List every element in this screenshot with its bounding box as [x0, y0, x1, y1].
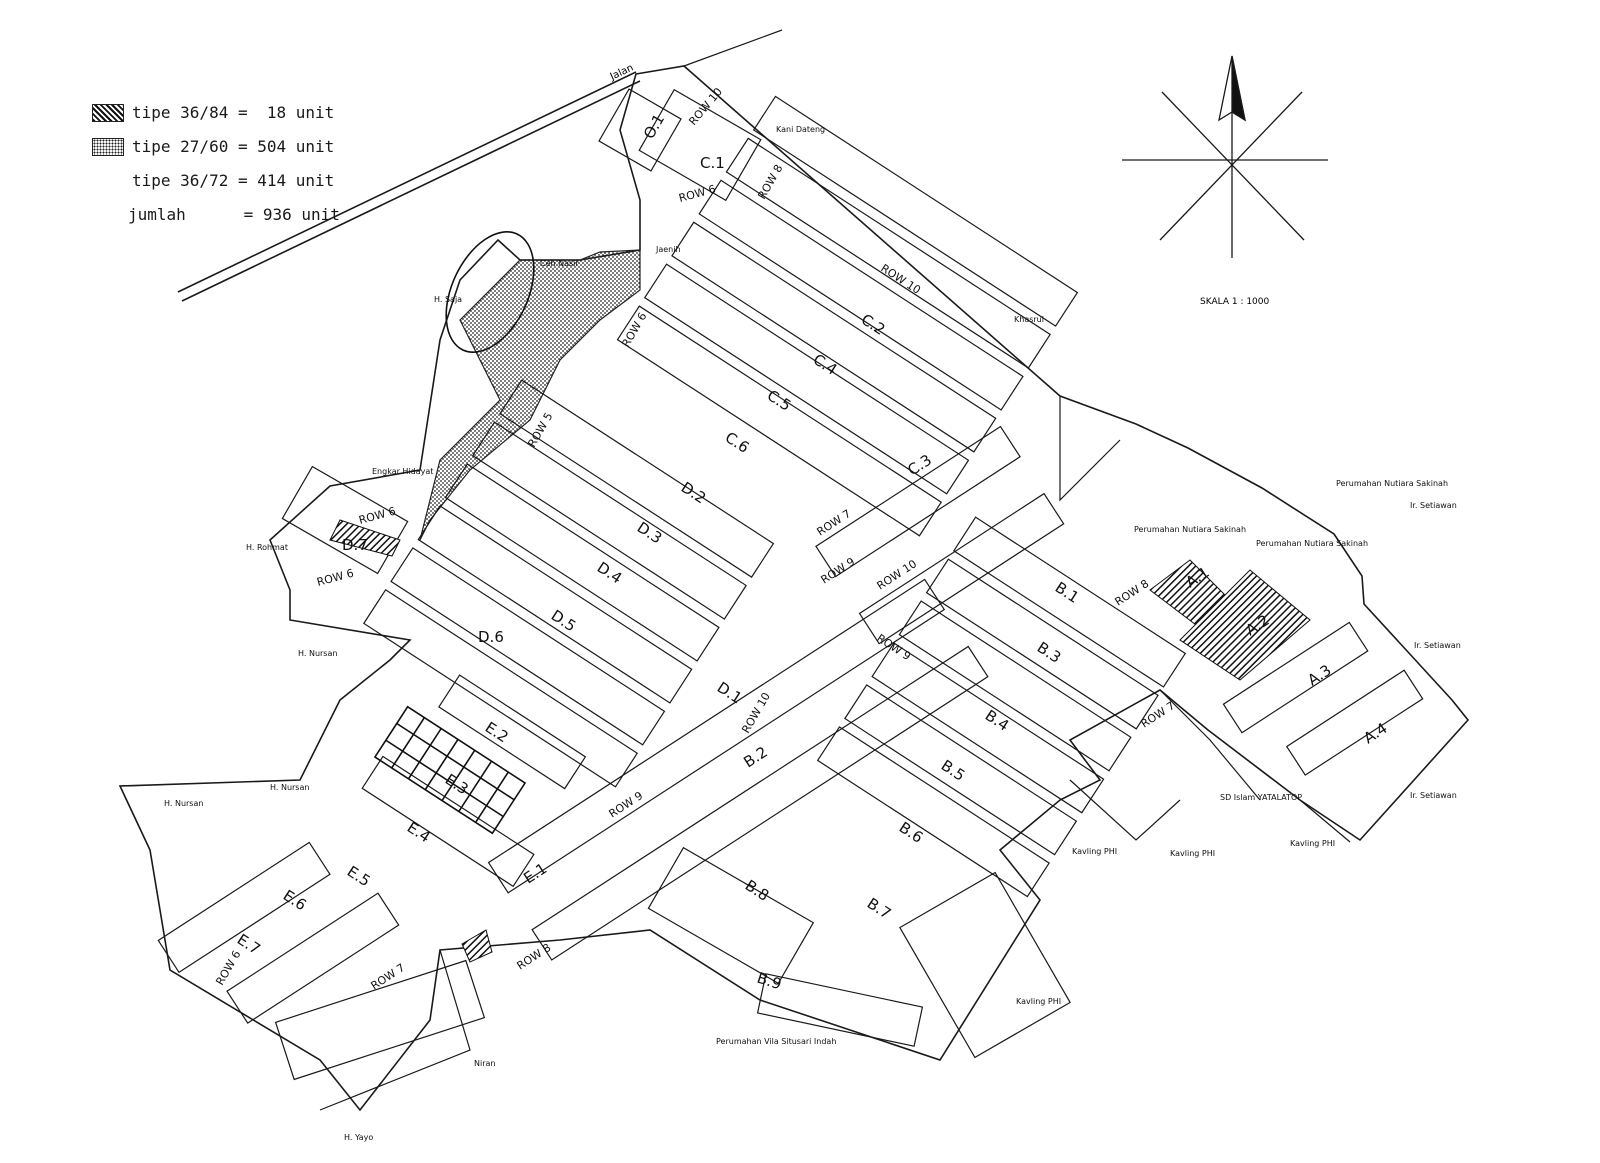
neighbor-label: Kavling PHI: [1016, 997, 1061, 1006]
green-open-space: [419, 231, 641, 541]
block-label: B.9: [755, 969, 784, 994]
block-label: D.5: [548, 606, 580, 635]
block-label: B.3: [1034, 638, 1064, 666]
block-label: C.1: [700, 154, 725, 172]
neighbor-label: Ir. Setiawan: [1410, 501, 1457, 510]
road-label: Jalan: [608, 62, 636, 83]
legend-total: jumlah = 936 unit: [128, 205, 340, 224]
main-road: [177, 71, 641, 302]
neighbor-label: SD Islam YATALATOP: [1220, 793, 1302, 802]
row-label: ROW 8: [1113, 577, 1152, 608]
hatch-swatch-icon: [92, 104, 124, 122]
block-label: B.2: [740, 743, 770, 771]
block-label: B.7: [864, 894, 894, 922]
block-label: B.1: [1052, 578, 1082, 606]
block-label: A.3: [1304, 661, 1334, 689]
neighbor-label: Niran: [474, 1059, 495, 1068]
neighbor-label: Kavling PHI: [1170, 849, 1215, 858]
neighbor-label: Kavling PHI: [1290, 839, 1335, 848]
neighbor-labels: Kani Dateng Ceh Nasir Jaenih H. Saja Kha…: [164, 125, 1461, 1142]
block-label: D.2: [678, 478, 710, 507]
block-label: C.6: [722, 428, 753, 457]
row-label: ROW 10: [686, 85, 725, 128]
block-label: D.6: [478, 628, 504, 646]
block-label: D.3: [634, 518, 666, 547]
block-label: B.6: [896, 818, 926, 846]
neighbor-label: Perumahan Nutiara Sakinah: [1134, 525, 1246, 534]
block-label: C.3: [904, 451, 935, 480]
block-e3-grid: [373, 705, 527, 835]
legend-text: tipe 36/84 = 18 unit: [132, 103, 335, 122]
block-label: E.5: [344, 862, 374, 890]
row-label: ROW 6: [315, 567, 355, 589]
scale-label: SKALA 1 : 1000: [1200, 297, 1270, 307]
block-label: B.8: [742, 876, 772, 904]
neighbor-label: Kavling PHI: [1072, 847, 1117, 856]
block-label: E.2: [482, 718, 512, 746]
neighbor-label: Kani Dateng: [776, 125, 825, 134]
neighbor-label: H. Rohmat: [246, 543, 288, 552]
neighbor-label: Engkar Hidayat: [372, 467, 433, 476]
block-label: E.1: [520, 859, 550, 887]
neighbor-label: H. Saja: [434, 295, 462, 304]
row-label: ROW 7: [815, 507, 854, 538]
neighbor-label: Ir. Setiawan: [1414, 641, 1461, 650]
block-label: D.1: [714, 678, 746, 707]
legend-text: tipe 36/72 = 414 unit: [132, 171, 335, 190]
row-label: ROW 7: [369, 961, 408, 992]
hatched-lots: [329, 519, 1311, 963]
block-label: D.7: [342, 536, 368, 554]
legend: tipe 36/84 = 18 unit tipe 27/60 = 504 un…: [88, 100, 340, 236]
block-label: D.4: [594, 558, 626, 587]
neighbor-label: Khasrul: [1014, 315, 1044, 324]
neighbor-lines: [319, 29, 1351, 1111]
neighbor-label: Jaenih: [655, 245, 681, 254]
neighbor-label: Ceh Nasir: [540, 259, 579, 268]
legend-row: jumlah = 936 unit: [84, 202, 340, 236]
row-label: ROW 9: [874, 632, 913, 663]
block-label: B.5: [938, 756, 968, 784]
row-label: ROW 8: [755, 162, 785, 201]
block-label: O.1: [640, 111, 668, 142]
row-label: ROW 8: [515, 941, 554, 972]
neighbor-label: H. Yayo: [344, 1133, 373, 1142]
block-label: E.4: [404, 818, 434, 846]
row-label: ROW 10: [878, 262, 923, 297]
neighbor-label: H. Nursan: [270, 783, 309, 792]
legend-row: tipe 36/72 = 414 unit: [88, 168, 334, 202]
row-label: ROW 6: [357, 505, 397, 527]
row-label: ROW 6: [677, 183, 717, 205]
lot-blocks: [157, 88, 1424, 1081]
north-arrow-icon: [1122, 55, 1328, 258]
row-label: ROW 6: [213, 948, 243, 987]
neighbor-label: Perumahan Vila Situsari Indah: [716, 1037, 836, 1046]
block-label: B.4: [982, 706, 1012, 734]
row-label: ROW 7: [1139, 699, 1178, 730]
dotted-swatch-icon: [92, 138, 124, 156]
neighbor-label: H. Nursan: [164, 799, 203, 808]
neighbor-label: H. Nursan: [298, 649, 337, 658]
block-label: C.2: [858, 310, 889, 339]
neighbor-label: Perumahan Nutiara Sakinah: [1256, 539, 1368, 548]
legend-row: tipe 36/84 = 18 unit: [88, 100, 334, 134]
block-labels: C.1 C.2 C.3 C.4 C.5 C.6 D.1 D.2 D.3 D.4 …: [234, 111, 1391, 994]
neighbor-label: Ir. Setiawan: [1410, 791, 1457, 800]
neighbor-label: Perumahan Nutiara Sakinah: [1336, 479, 1448, 488]
legend-text: tipe 27/60 = 504 unit: [132, 137, 335, 156]
legend-row: tipe 27/60 = 504 unit: [88, 134, 334, 168]
